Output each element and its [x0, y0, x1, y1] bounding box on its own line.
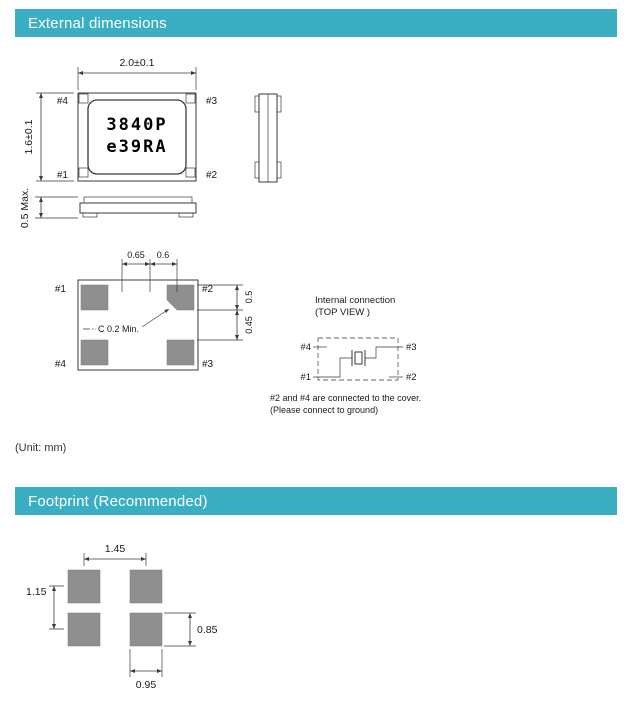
width-extension-lines: [77, 67, 197, 90]
end-view-tab-bottom-right: [276, 161, 282, 179]
footprint-pad-bottom-right: [129, 612, 163, 647]
pitch-y-label: 1.15: [26, 586, 47, 598]
pad-height-label: 0.85: [197, 624, 218, 636]
cover-note-line-2: (Please connect to ground): [270, 405, 378, 415]
crystal-element: [354, 351, 363, 365]
end-view-tab-top-right: [276, 95, 282, 113]
chamfer-note-label: C 0.2 Min.: [98, 324, 139, 334]
pad-label-2: #2: [202, 284, 214, 295]
pin-label-2: #2: [206, 170, 218, 181]
marking-line-2: e39RA: [106, 137, 167, 157]
connection-pin-2: #2: [406, 372, 417, 383]
pad-label-3: #3: [202, 359, 214, 370]
pad-layout-view: #1 #2 #4 #3 C 0.2 Min. 0.65 0.6 0.5 0.45: [55, 250, 254, 371]
cover-note-line-1: #2 and #4 are connected to the cover.: [270, 393, 421, 403]
pad-2-chamfered: [166, 284, 195, 311]
footprint-drawing: 1.45 1.15 0.85 0.95: [26, 543, 218, 691]
height-extension-lines: [36, 92, 74, 182]
cover-dashed-outline: [317, 337, 399, 381]
side-profile-foot-left: [82, 212, 98, 218]
unit-note: (Unit: mm): [15, 442, 66, 454]
side-profile-foot-right: [178, 212, 194, 218]
top-view: 3840P e39RA #4 #3 #1 #2: [57, 92, 218, 182]
footprint-pad-bottom-left: [67, 612, 101, 647]
footprint-pad-top-left: [67, 569, 101, 604]
thickness-dimension-label: 0.5 Max.: [19, 188, 31, 228]
height-dimension-label: 1.6±0.1: [23, 119, 35, 154]
pad-dim-065-label: 0.65: [127, 250, 145, 260]
pad-height-extension-lines: [164, 612, 196, 647]
pad-dim-045-label: 0.45: [244, 316, 254, 334]
end-view-tab-bottom-left: [254, 161, 260, 179]
external-dimensions-drawing: 2.0±0.1 1.6±0.1 3840P e39RA #4 #3 #1 #2: [15, 57, 421, 454]
pad-dim-06-label: 0.6: [157, 250, 170, 260]
thickness-extension-lines: [35, 196, 78, 219]
footprint-title: Footprint (Recommended): [28, 492, 208, 510]
side-profile-view: 0.5 Max.: [19, 188, 197, 228]
metal-lid: [87, 99, 187, 175]
pin-label-1: #1: [57, 170, 69, 181]
corner-pad-bottom-right: [185, 167, 196, 178]
external-dimensions-header: External dimensions: [15, 9, 617, 37]
end-view: [254, 93, 282, 183]
chamfer-pointer-arrow: [141, 308, 170, 328]
corner-pad-bottom-left: [78, 167, 89, 178]
width-dimension-label: 2.0±0.1: [120, 57, 155, 69]
pin-label-4: #4: [57, 96, 69, 107]
pad-label-4: #4: [55, 359, 67, 370]
internal-connection-subtitle: (TOP VIEW ): [315, 307, 370, 318]
datasheet-page: { "colors": { "header_bg": "#3aafc3", "h…: [0, 9, 631, 716]
footprint-pads: [67, 569, 163, 647]
pin-label-3: #3: [206, 96, 218, 107]
corner-pad-top-right: [185, 93, 196, 104]
external-dimensions-title: External dimensions: [28, 14, 167, 32]
internal-connection-title: Internal connection: [315, 295, 395, 306]
marking-line-1: 3840P: [106, 115, 167, 135]
package-outline: [77, 92, 197, 182]
footprint-dimensions: 1.45 1.15 0.85 0.95: [26, 543, 218, 691]
pitch-x-label: 1.45: [105, 543, 126, 555]
end-view-tab-top-left: [254, 95, 260, 113]
connection-pin-4: #4: [300, 342, 311, 353]
side-profile-base: [79, 202, 197, 214]
connection-pin-1: #1: [300, 372, 311, 383]
pad-1: [80, 284, 109, 311]
footprint-header: Footprint (Recommended): [15, 487, 617, 515]
pin3-connection-line: [365, 346, 403, 359]
footprint-pad-top-right: [129, 569, 163, 604]
pad-width-extension-lines: [129, 649, 163, 677]
pin1-connection-line: [313, 357, 352, 378]
connection-pin-3: #3: [406, 342, 417, 353]
pad-view-outline: [77, 279, 199, 371]
corner-pad-top-left: [78, 93, 89, 104]
internal-connection: Internal connection (TOP VIEW ) #4 #3 #1…: [270, 295, 421, 415]
pad-label-1: #1: [55, 284, 67, 295]
pad-dim-05-label: 0.5: [244, 291, 254, 304]
pitch-y-extension-lines: [49, 585, 64, 630]
top-view-dimensions: 2.0±0.1 1.6±0.1: [23, 57, 197, 182]
pad-4: [80, 339, 109, 366]
pad-width-label: 0.95: [136, 679, 157, 691]
pad-3: [166, 339, 195, 366]
side-profile-lid: [83, 196, 193, 204]
